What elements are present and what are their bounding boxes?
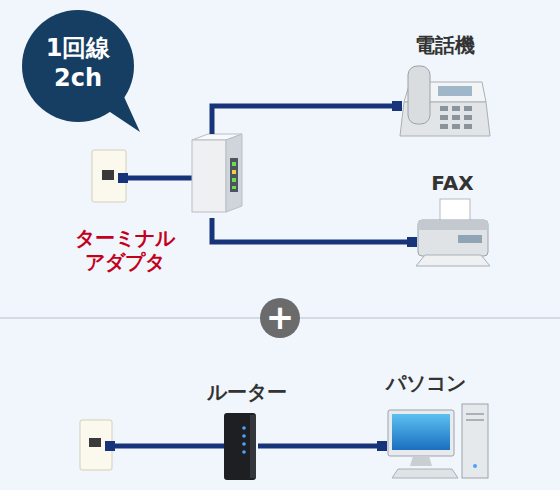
router-icon <box>224 413 256 480</box>
router: ルーター <box>224 413 258 480</box>
monitor-stand <box>410 456 432 466</box>
fax-body <box>418 220 488 256</box>
telephone: 電話機 <box>400 62 490 138</box>
router-led <box>242 450 246 454</box>
pc: パソコン <box>385 404 490 480</box>
terminal-adapter-icon <box>192 134 242 212</box>
bubble-body <box>22 10 134 122</box>
phone-display <box>438 86 472 96</box>
ta-led <box>232 178 236 182</box>
ta-panel <box>230 158 238 192</box>
phone-key <box>440 124 448 129</box>
phone-key <box>464 115 472 120</box>
telephone-icon <box>400 66 490 136</box>
phone-key <box>464 106 472 111</box>
speech-bubble: 1回線 2ch <box>20 8 136 124</box>
fax-icon <box>416 199 490 266</box>
pc-icon <box>388 404 488 478</box>
phone-key <box>440 115 448 120</box>
monitor-frame <box>388 410 454 456</box>
cable <box>110 444 224 449</box>
plug <box>105 441 115 451</box>
router-led <box>242 426 246 430</box>
phone-key <box>464 124 472 129</box>
tower-drive <box>466 413 484 415</box>
connector-line <box>258 444 385 449</box>
phone-key <box>440 106 448 111</box>
device-label: 電話機 <box>390 32 500 58</box>
plug <box>392 101 402 111</box>
ta-led <box>232 162 236 166</box>
device-label: FAX <box>405 170 500 196</box>
plug <box>118 173 128 183</box>
fax-paper <box>440 199 470 223</box>
plus-circle: + <box>260 298 300 338</box>
connector-line <box>212 106 400 134</box>
fax-tray <box>416 255 490 266</box>
terminal-adapter: ターミナル アダプタ <box>192 134 242 218</box>
text-holder: 1回線 2ch <box>20 8 136 124</box>
router-side <box>250 415 256 478</box>
phone-handset <box>408 66 430 124</box>
ta-front <box>192 140 226 212</box>
plug <box>377 441 387 451</box>
connector-line <box>212 218 415 242</box>
plug <box>407 237 417 247</box>
device-label: ターミナル アダプタ <box>60 226 190 274</box>
shape-text: 1回線 2ch <box>41 33 115 93</box>
router-body <box>224 413 256 480</box>
monitor-screen <box>392 414 450 450</box>
fax: FAX <box>415 197 490 267</box>
ta-led <box>232 170 236 174</box>
cable <box>124 176 192 181</box>
ta-side <box>226 134 242 212</box>
router-led <box>242 434 246 438</box>
phone-key <box>452 124 460 129</box>
pc-tower <box>462 404 488 478</box>
phone-key <box>452 106 460 111</box>
tower-drive <box>466 419 484 421</box>
phone-key <box>452 115 460 120</box>
router-led <box>242 442 246 446</box>
keyboard <box>392 469 458 478</box>
circle-body <box>260 298 300 338</box>
socket-jack <box>89 438 101 447</box>
tower-led <box>473 464 477 468</box>
shape-text: + <box>266 297 295 337</box>
fax-display <box>458 235 482 243</box>
text-holder: + <box>260 298 300 338</box>
ta-led <box>232 186 236 189</box>
fax-panel <box>418 220 488 230</box>
socket-jack <box>102 170 114 180</box>
device-label: パソコン <box>368 370 483 396</box>
device-label: ルーター <box>177 379 317 405</box>
